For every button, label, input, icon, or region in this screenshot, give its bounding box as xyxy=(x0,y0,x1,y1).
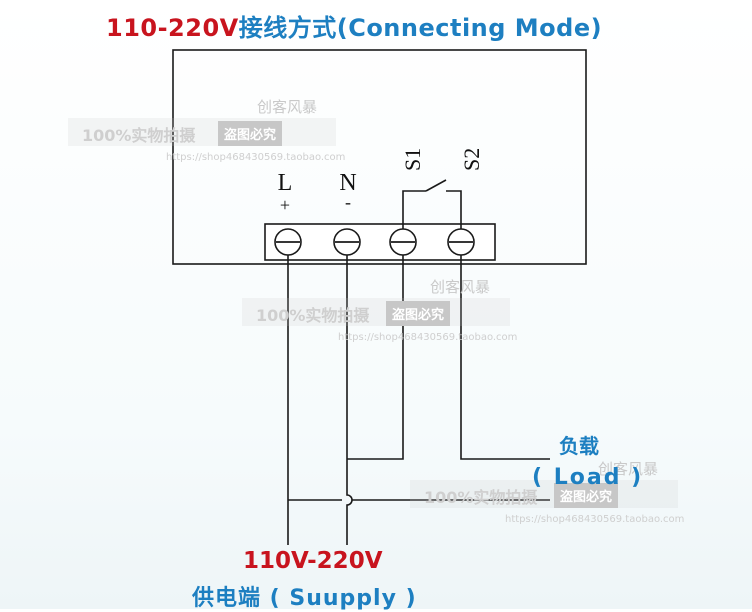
watermark-box: 盗图必究 xyxy=(386,301,451,326)
watermark-band: 100%实物拍摄 盗图必究 xyxy=(242,298,510,326)
label-l: L xyxy=(278,170,293,196)
supply-voltage: 110V-220V xyxy=(243,548,383,574)
load-label-en: ( Load ) xyxy=(532,465,644,490)
watermark-percent: 100%实物拍摄 xyxy=(82,126,196,145)
watermark-url: https://shop468430569.taobao.com xyxy=(505,514,685,525)
watermark-band: 100%实物拍摄 盗图必究 xyxy=(410,480,678,508)
wire-n xyxy=(346,255,353,545)
watermark-box: 盗图必究 xyxy=(218,121,283,146)
label-minus: - xyxy=(345,192,351,212)
wire-s1 xyxy=(347,255,404,460)
label-s2: S2 xyxy=(459,148,484,171)
supply-label: 供电端 ( Suupply ) xyxy=(192,586,417,611)
label-plus: + xyxy=(280,195,290,215)
watermark-brand: 创客风暴 xyxy=(257,98,318,116)
title-text: 接线方式(Connecting Mode) xyxy=(238,14,603,42)
watermark-percent: 100%实物拍摄 xyxy=(424,488,538,507)
watermark-percent: 100%实物拍摄 xyxy=(256,306,370,325)
load-label-cn: 负载 xyxy=(559,434,599,458)
watermark-band: 100%实物拍摄 盗图必究 xyxy=(68,118,336,146)
label-s1: S1 xyxy=(400,148,425,171)
diagram-title: 110-220V接线方式(Connecting Mode) xyxy=(106,8,602,43)
watermark-url: https://shop468430569.taobao.com xyxy=(166,152,346,163)
watermark-brand: 创客风暴 xyxy=(598,460,659,478)
title-voltage: 110-220V xyxy=(106,14,239,42)
watermark-url: https://shop468430569.taobao.com xyxy=(338,332,518,343)
wire-s2-load xyxy=(460,255,550,460)
label-n: N xyxy=(339,170,356,196)
watermark-box: 盗图必究 xyxy=(554,483,619,508)
relay-switch xyxy=(402,179,462,229)
watermark-brand: 创客风暴 xyxy=(430,278,491,296)
device-box xyxy=(172,49,587,265)
